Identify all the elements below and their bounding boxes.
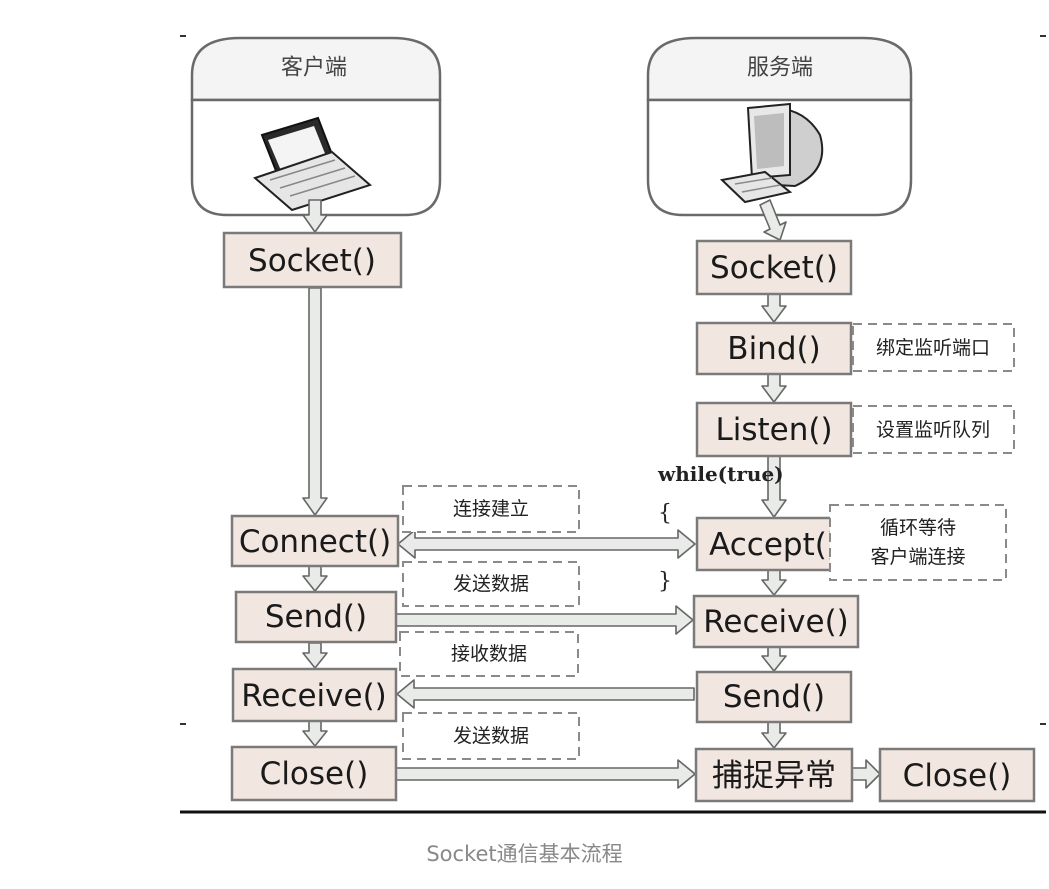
diagram-caption: Socket通信基本流程 xyxy=(426,842,623,866)
client-send-box: Send() xyxy=(234,590,398,644)
client-flow-arrows xyxy=(302,199,328,747)
server-send-box: Send() xyxy=(695,670,853,724)
server-receive-box: Receive() xyxy=(692,594,860,649)
svg-text:Receive(): Receive() xyxy=(241,678,387,714)
client-connect-box: Connect() xyxy=(230,514,400,568)
svg-text:客户端连接: 客户端连接 xyxy=(870,546,965,568)
send-note: 发送数据 xyxy=(402,561,580,607)
close-note: 发送数据 xyxy=(402,712,580,760)
svg-text:绑定监听端口: 绑定监听端口 xyxy=(876,337,990,359)
server-listen-box: Listen() xyxy=(695,401,853,458)
svg-text:Send(): Send() xyxy=(723,679,825,715)
svg-text:Bind(): Bind() xyxy=(727,331,820,367)
client-column: Socket() Connect() Send() Receive() Clos… xyxy=(222,231,403,802)
svg-text:连接建立: 连接建立 xyxy=(453,498,529,520)
server-close-box: Close() xyxy=(878,747,1036,803)
server-flow-arrows xyxy=(759,199,787,749)
svg-text:Send(): Send() xyxy=(265,599,367,635)
server-socket-box: Socket() xyxy=(695,239,853,296)
loop-open-brace: { xyxy=(658,501,672,526)
client-close-box: Close() xyxy=(230,745,398,802)
svg-text:Receive(): Receive() xyxy=(703,604,849,640)
loop-markers: while(true) { } xyxy=(657,462,784,594)
exception-close-arrow xyxy=(851,759,881,789)
client-header-label: 客户端 xyxy=(281,56,347,81)
server-header-panel: 服务端 xyxy=(646,36,913,217)
loop-close-brace: } xyxy=(658,569,672,594)
svg-text:发送数据: 发送数据 xyxy=(453,573,529,595)
send-receive-arrow xyxy=(395,605,694,635)
svg-text:Connect(): Connect() xyxy=(239,524,391,560)
svg-text:捕捉异常: 捕捉异常 xyxy=(712,758,836,794)
server-header-label: 服务端 xyxy=(747,56,813,81)
receive-note: 接收数据 xyxy=(399,631,579,677)
server-exception-box: 捕捉异常 xyxy=(694,747,854,803)
svg-text:Close(): Close() xyxy=(260,756,369,792)
close-exception-arrow xyxy=(395,759,696,789)
svg-text:设置监听队列: 设置监听队列 xyxy=(876,419,990,441)
client-header-panel: 客户端 xyxy=(190,36,442,217)
server-column: Socket() Bind() Listen() Accept() Receiv… xyxy=(692,239,1036,803)
bind-note: 绑定监听端口 xyxy=(852,323,1015,372)
laptop-icon xyxy=(253,116,372,212)
svg-text:接收数据: 接收数据 xyxy=(451,643,527,665)
connect-note: 连接建立 xyxy=(402,485,580,533)
send-receive-back-arrow xyxy=(396,679,695,709)
svg-text:Close(): Close() xyxy=(903,758,1012,794)
svg-text:循环等待: 循环等待 xyxy=(880,517,956,539)
svg-text:Accept(): Accept() xyxy=(709,527,839,563)
frame-lines xyxy=(180,35,1046,814)
accept-note: 循环等待 客户端连接 xyxy=(829,504,1007,581)
annotation-notes: 绑定监听端口 设置监听队列 循环等待 客户端连接 连接建立 发送数据 接收数据 … xyxy=(399,323,1015,760)
client-socket-box: Socket() xyxy=(222,231,403,289)
client-receive-box: Receive() xyxy=(231,667,398,723)
svg-text:Listen(): Listen() xyxy=(715,412,832,448)
server-bind-box: Bind() xyxy=(695,321,853,376)
listen-note: 设置监听队列 xyxy=(852,405,1015,454)
connect-accept-arrow xyxy=(397,529,696,559)
connection-arrows xyxy=(395,529,881,789)
server-accept-box: Accept() xyxy=(695,516,853,572)
while-loop-label: while(true) xyxy=(657,462,784,486)
svg-text:Socket(): Socket() xyxy=(248,243,376,279)
svg-text:Socket(): Socket() xyxy=(710,250,838,286)
desktop-computer-icon xyxy=(719,102,824,204)
svg-text:发送数据: 发送数据 xyxy=(453,725,529,747)
